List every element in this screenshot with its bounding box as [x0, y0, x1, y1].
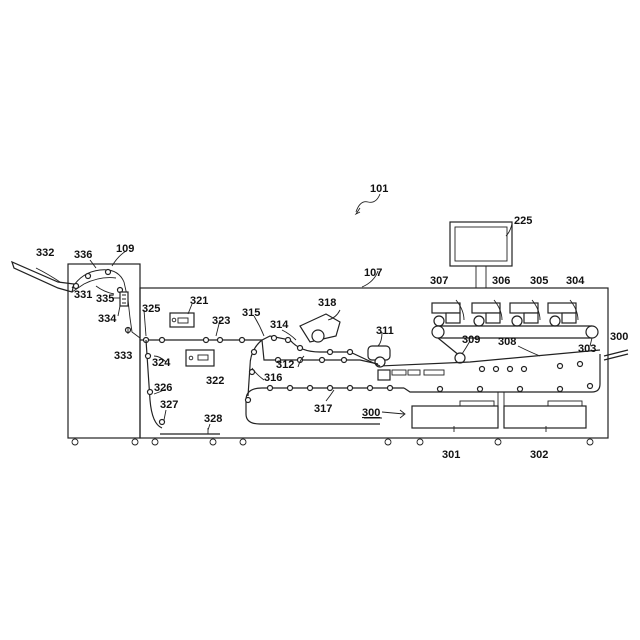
label-335: 335	[96, 293, 114, 305]
feed-path-308	[380, 350, 600, 366]
label-336: 336	[74, 249, 92, 261]
label-101: 101	[370, 183, 388, 195]
label-304: 304	[566, 275, 585, 287]
label-302: 302	[530, 449, 548, 461]
feed-loop-rollers	[438, 362, 593, 392]
label-334: 334	[98, 313, 117, 325]
label-303: 303	[578, 343, 596, 355]
label-307: 307	[430, 275, 448, 287]
paper-tray-301	[412, 401, 498, 428]
print-head-units	[432, 303, 576, 326]
label-308: 308	[498, 336, 516, 348]
label-327: 327	[160, 399, 178, 411]
label-300-right: 300	[610, 331, 628, 343]
casters	[72, 439, 593, 445]
output-tray	[12, 262, 74, 292]
label-306: 306	[492, 275, 510, 287]
feed-loop-303	[404, 354, 600, 392]
label-323: 323	[212, 315, 230, 327]
cooling-unit	[300, 314, 340, 342]
paper-tray-302	[504, 401, 586, 428]
label-318: 318	[318, 297, 336, 309]
label-109: 109	[116, 243, 134, 255]
label-332: 332	[36, 247, 54, 259]
label-311: 311	[376, 325, 394, 337]
label-301: 301	[442, 449, 460, 461]
label-324: 324	[152, 357, 171, 369]
arrow-300	[382, 412, 404, 414]
label-333: 333	[114, 350, 132, 362]
fixing-unit	[368, 346, 444, 380]
label-300-arrow: 300	[362, 407, 380, 419]
sensor-unit-322	[186, 350, 214, 366]
label-225: 225	[514, 215, 532, 227]
label-321: 321	[190, 295, 208, 307]
label-312: 312	[276, 359, 294, 371]
label-322: 322	[206, 375, 224, 387]
secondary-transfer-roller	[455, 353, 465, 363]
label-315: 315	[242, 307, 260, 319]
label-305: 305	[530, 275, 548, 287]
label-309: 309	[462, 334, 480, 346]
label-328: 328	[204, 413, 222, 425]
label-317: 317	[314, 403, 332, 415]
label-326: 326	[154, 382, 172, 394]
label-331: 331	[74, 289, 92, 301]
label-325: 325	[142, 303, 160, 315]
sensor-unit-321	[170, 313, 194, 327]
label-316: 316	[264, 372, 282, 384]
label-107: 107	[364, 267, 382, 279]
label-314: 314	[270, 319, 289, 331]
